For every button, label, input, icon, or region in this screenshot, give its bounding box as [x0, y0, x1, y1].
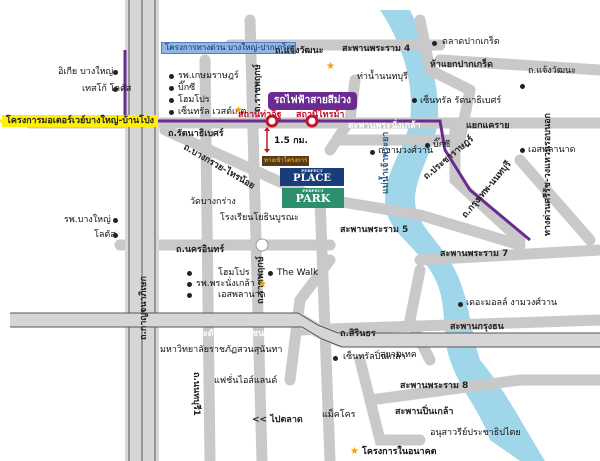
place-lotus: โลตัส — [94, 230, 116, 240]
place-bangyai-hospital: รพ.บางใหญ่ — [64, 215, 111, 225]
place-homepro: โฮมโปร — [178, 95, 210, 105]
place-dot — [458, 302, 463, 307]
river-label: แม่น้ำเจ้าพระยา — [381, 131, 391, 194]
place-dot — [169, 74, 174, 79]
place-dot — [169, 98, 174, 103]
bridge-rama7: สะพานพระราม 7 — [440, 249, 509, 259]
place-dot — [187, 271, 192, 276]
place-ngamwongwan: ถ.งามวงศ์วาน — [378, 146, 434, 156]
place-pak-kret-market: ตลาดปากเกร็ด — [442, 37, 500, 47]
station-sai-ma-marker — [305, 114, 319, 128]
road-srirat: ทางยกระดับบรมราชชนนี — [172, 329, 271, 339]
place-ikea: อิเกีย บางใหญ่ — [58, 67, 114, 77]
road-rattanathibet: ถ.รัตนาธิเบศร์ — [168, 129, 224, 139]
junction-pak-kret: ห้าแยกปากเกร็ด — [430, 60, 493, 70]
road-bkk-ring: ทางด่วนศรีรัช-วงแหวนรอบนอก — [543, 112, 553, 236]
road-ratchaphruek: ถ.ราชพฤกษ์ — [253, 64, 263, 112]
road-to-bangkok: << ไปตลาด — [252, 415, 303, 425]
place-homepro-south: โฮมโปร — [218, 268, 250, 278]
legend-star-icon: ★ — [350, 446, 359, 457]
place-mrt: รพ.พระนั่งเกล้า — [196, 279, 255, 289]
road-sirinthon: ถ.สิรินธร — [340, 329, 376, 339]
place-dot — [169, 110, 174, 115]
place-fashion: แฟชั่นไอส์แลนด์ — [214, 376, 278, 386]
place-dot — [113, 218, 118, 223]
road-nakhon-in: ถ.นครอินทร์ — [176, 245, 225, 255]
place-dot — [520, 84, 525, 89]
perfect-park-logo: PERFECT PARK — [282, 188, 344, 208]
place-big-c-east: บิ๊กซี — [433, 140, 451, 150]
place-dot — [113, 70, 118, 75]
place-makro: แม็คโคร — [322, 410, 356, 420]
bridge-pinklao: สะพานปิ่นเกล้า — [395, 407, 454, 417]
station-sai-ma: สถานีไทรม้า — [296, 110, 345, 120]
bridge-rama4: สะพานพระราม 4 — [342, 44, 411, 54]
place-dot — [187, 282, 192, 287]
place-dot — [425, 143, 430, 148]
place-central-pinklao: เซ็นทรัลปิ่นเกล้า — [343, 352, 406, 362]
place-the-walk: The Walk — [277, 268, 319, 278]
station-tha-it: สถานีท่าอิฐ — [238, 110, 282, 120]
bridge-rama5: สะพานพระราม 5 — [340, 225, 409, 235]
place-dot — [268, 271, 273, 276]
place-wat: วัดบางกร่าง — [190, 197, 236, 207]
place-university: มหาวิทยาลัยราชภัฏสวนสุนันทา — [160, 345, 283, 355]
place-central-rattanathibet: เซ็นทรัล รัตนาธิเบศร์ — [420, 96, 502, 106]
future-star-icon: ★ — [258, 279, 267, 290]
place-central-westgate: เซ็นทรัล เวสต์เกต — [178, 107, 247, 117]
place-dot — [113, 233, 118, 238]
bridge-nonthaburi: สะพานพระนั่งเกล้า — [348, 121, 421, 131]
place-dot — [520, 148, 525, 153]
bridge-rama8: สะพานพระราม 8 — [400, 381, 469, 391]
place-chaengwattana: ถ.แจ้งวัฒนะ — [528, 66, 576, 76]
bridge-krungthon: สะพานกรุงธน — [450, 322, 504, 332]
place-kasemrad: รพ.เกษมราษฎร์ — [178, 71, 239, 81]
place-dot — [113, 87, 118, 92]
place-dot — [187, 293, 192, 298]
place-siam-tech: สยามเทค — [380, 350, 417, 360]
station-tha-it-marker — [265, 114, 279, 128]
place-tesco: เทสโก้ โลตัส — [82, 84, 132, 94]
motorway-project-label: โครงการมอเตอร์เวย์บางใหญ่-บ้านโป่ง — [2, 115, 159, 127]
place-big-c: บิ๊กซี — [178, 83, 196, 93]
place-dot — [370, 150, 375, 155]
distance-label: 1.5 กม. — [274, 136, 308, 146]
place-dot — [169, 86, 174, 91]
place-victory: อนุสาวรีย์ประชาธิปไตย — [430, 428, 521, 438]
road-nonthaburi1: ถ.นนทบุรี1 — [191, 372, 201, 416]
place-the-mall: เดอะมอลล์ งามวงศ์วาน — [466, 298, 558, 308]
junction-khae-rai: แยกแคราย — [466, 121, 510, 131]
road-kanchana: ถ.กาญจนาภิเษก — [139, 276, 149, 340]
legend-future-label: โครงการในอนาคต — [362, 447, 437, 457]
place-dot — [412, 98, 417, 103]
perfect-place-logo: PERFECT PLACE — [280, 168, 344, 186]
place-nonthaburi-pier: ท่าน้ำนนทบุรี — [357, 72, 408, 82]
place-school: โรงเรียนโยธินบูรณะ — [220, 213, 299, 223]
purple-line-label: รถไฟฟ้าสายสีม่วง — [268, 92, 358, 110]
future-star-icon: ★ — [326, 61, 335, 72]
entrance-sign: ทางเข้าโครงการ — [262, 156, 310, 166]
highway-project-label: โครงการทางด่วน บางใหญ่-ปากเกร็ด — [161, 42, 296, 54]
future-star-icon: ★ — [234, 105, 243, 116]
place-central-south: เอสพลานาด — [218, 290, 266, 300]
place-dot — [333, 356, 338, 361]
place-dot — [432, 41, 437, 46]
road-chaengwattana: ถ.แจ้งวัฒนะ — [275, 46, 324, 56]
place-esplanade: เอสพลานาด — [528, 145, 576, 155]
